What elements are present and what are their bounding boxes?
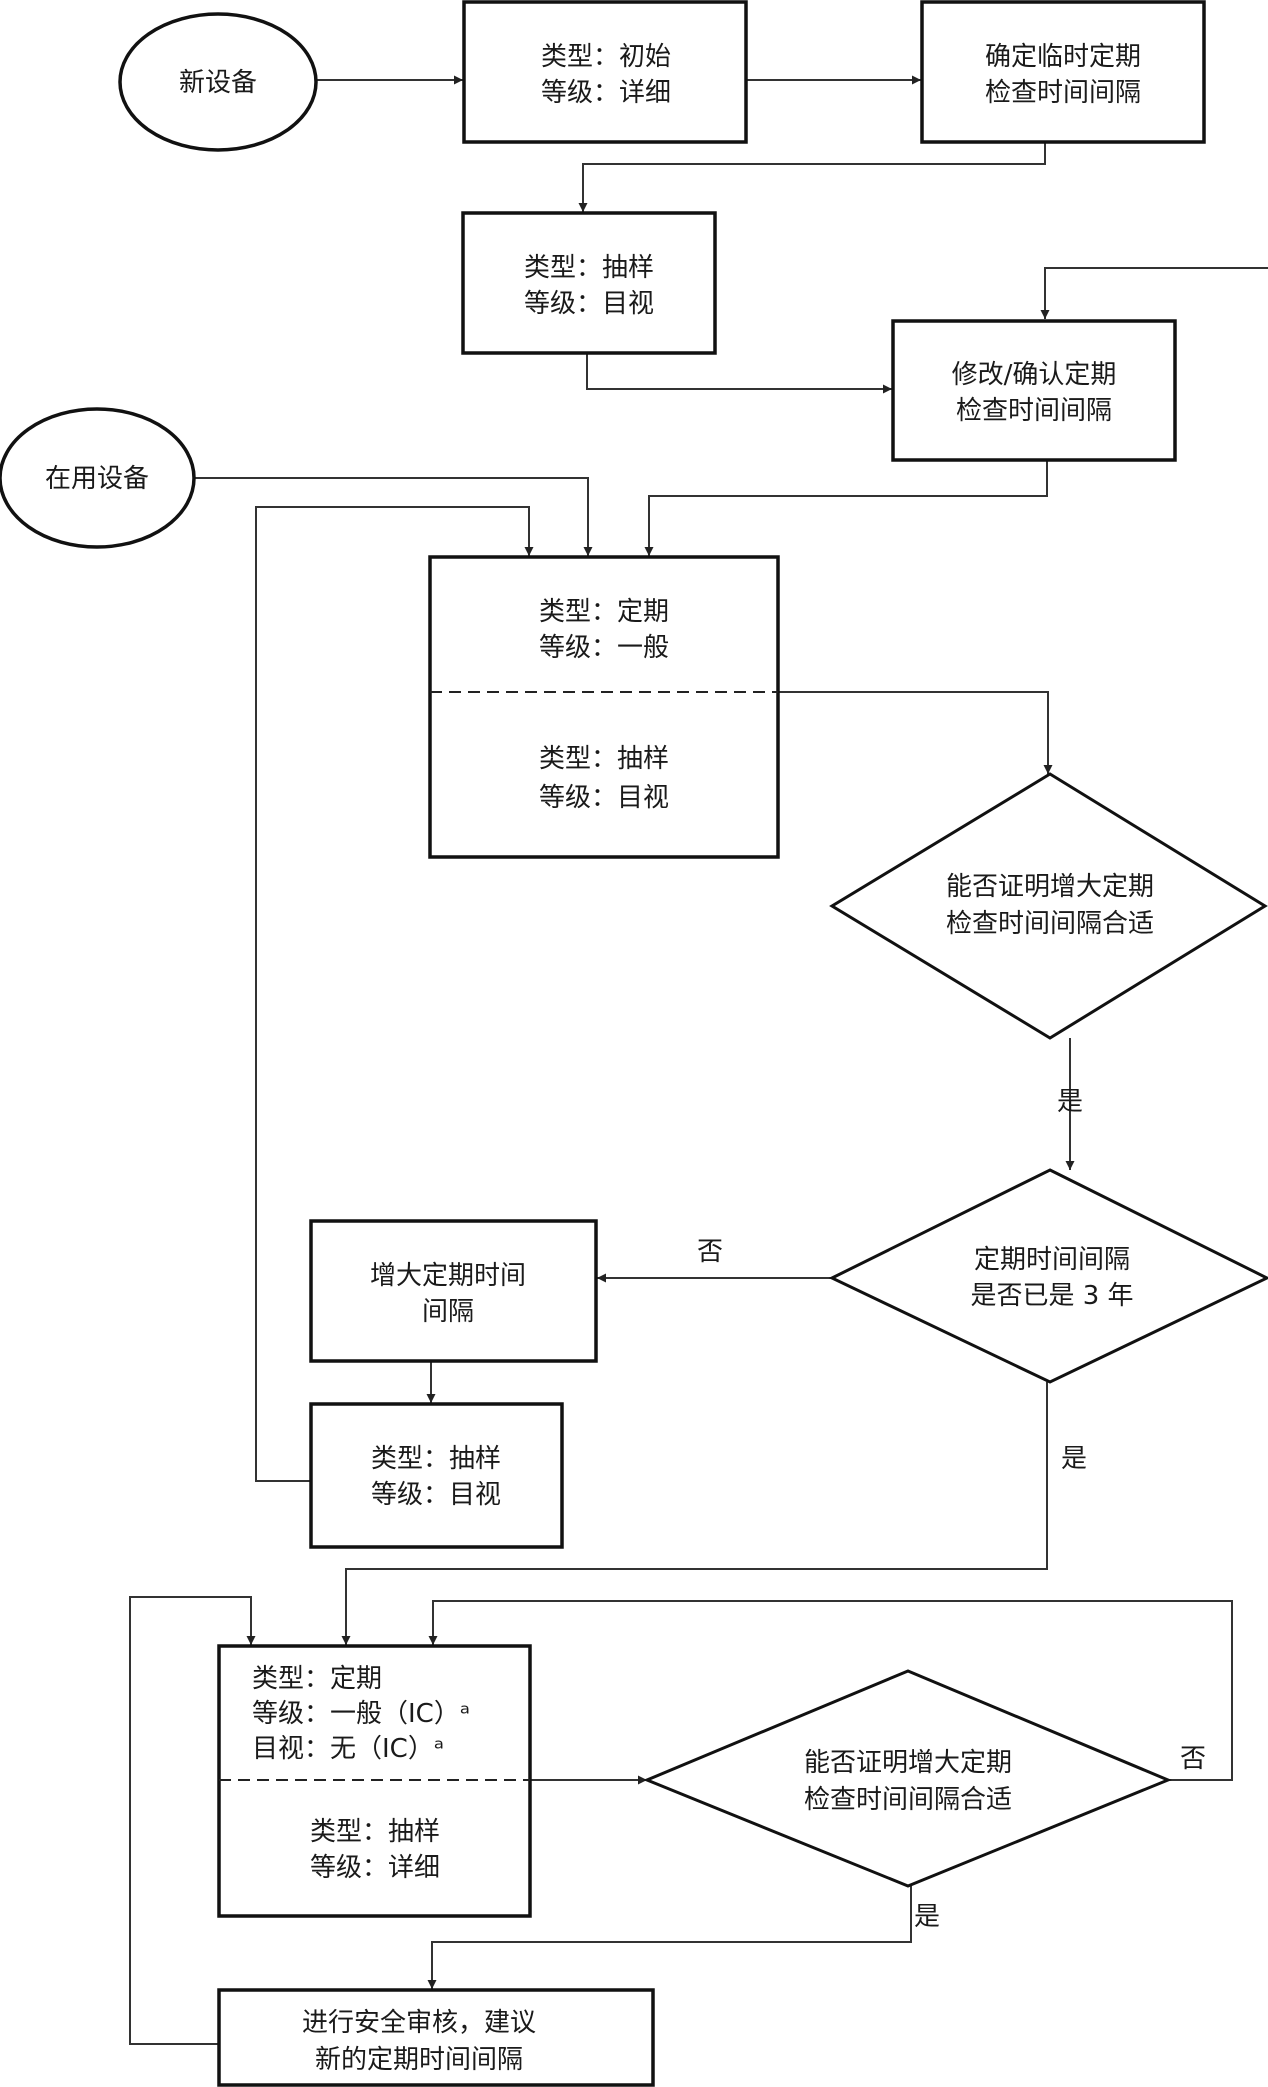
- decision2-line2-text: 是否已是 3 年: [970, 1281, 1133, 1311]
- sampling1-type-text: 类型：抽样: [524, 253, 654, 283]
- periodic-ic-sampling-type-text: 类型：抽样: [310, 1817, 440, 1847]
- decision3-line2-text: 检查时间间隔合适: [804, 1785, 1012, 1815]
- start-node-in-service-equipment: 在用设备: [0, 407, 196, 549]
- initial-type-text: 类型：初始: [541, 42, 671, 72]
- box-safety-review: 进行安全审核，建议 新的定期时间间隔: [217, 1988, 655, 2087]
- periodic-type-text: 类型：定期: [539, 597, 669, 627]
- box-increase-interval: 增大定期时间 间隔: [309, 1219, 598, 1363]
- connector-decision2-to-periodic-ic: [341, 1382, 1048, 1645]
- edge-label-yes-1: 是: [1057, 1087, 1083, 1117]
- periodic-sampling-level-text: 等级：目视: [539, 783, 669, 813]
- review-line1-text: 进行安全审核，建议: [302, 2008, 536, 2038]
- connector-periodic-to-decision1: [778, 691, 1053, 774]
- connector-provisional-to-sampling1: [578, 142, 1046, 212]
- connector-loop-sampling2-to-periodic: [255, 506, 534, 1482]
- box-sampling-visual-1: 类型：抽样 等级：目视: [461, 211, 717, 355]
- modify-line2-text: 检查时间间隔: [956, 396, 1112, 426]
- connector-review-loop-to-periodic-ic: [129, 1596, 256, 2045]
- periodic-ic-type-text: 类型：定期: [252, 1664, 382, 1694]
- box-modify-confirm-interval: 修改/确认定期 检查时间间隔: [891, 319, 1177, 462]
- decision1-line2-text: 检查时间间隔合适: [946, 909, 1154, 939]
- provisional-line1-text: 确定临时定期: [985, 42, 1141, 72]
- start-node-new-equipment: 新设备: [118, 12, 318, 152]
- periodic-level-text: 等级：一般: [539, 633, 669, 663]
- modify-line1-text: 修改/确认定期: [952, 360, 1117, 390]
- in-service-equipment-label: 在用设备: [45, 464, 149, 494]
- connector-modify-to-periodic: [644, 460, 1048, 556]
- provisional-line2-text: 检查时间间隔: [985, 78, 1141, 108]
- connector-decision3-to-review: [427, 1886, 912, 1989]
- box-periodic-ic: 类型：定期 等级：一般（IC）ᵃ 目视：无（IC）ᵃ 类型：抽样 等级：详细: [217, 1644, 532, 1918]
- decision-justify-increase-1: 能否证明增大定期 检查时间间隔合适: [829, 772, 1268, 1040]
- new-equipment-label: 新设备: [179, 68, 257, 98]
- edge-label-no-1: 否: [697, 1237, 723, 1267]
- sampling2-type-text: 类型：抽样: [371, 1444, 501, 1474]
- review-line2-text: 新的定期时间间隔: [315, 2045, 523, 2075]
- connector-decision3-no-loop: [428, 1600, 1233, 1781]
- decision1-line1-text: 能否证明增大定期: [946, 872, 1154, 902]
- sampling1-level-text: 等级：目视: [524, 289, 654, 319]
- sampling2-level-text: 等级：目视: [371, 1480, 501, 1510]
- connector-right-loop-to-modify: [1040, 267, 1268, 319]
- edge-label-yes-3: 是: [914, 1902, 940, 1932]
- edge-label-yes-2: 是: [1061, 1444, 1087, 1474]
- periodic-ic-sampling-level-text: 等级：详细: [310, 1853, 440, 1883]
- increase-line2-text: 间隔: [422, 1297, 474, 1327]
- increase-line1-text: 增大定期时间: [370, 1261, 526, 1291]
- connector-inservice-to-periodic: [194, 477, 593, 556]
- connectors: [129, 75, 1268, 2045]
- box-periodic-general: 类型：定期 等级：一般 类型：抽样 等级：目视: [428, 555, 780, 859]
- edge-label-no-2: 否: [1180, 1744, 1206, 1774]
- box-provisional-interval: 确定临时定期 检查时间间隔: [920, 0, 1206, 144]
- box-sampling-visual-2: 类型：抽样 等级：目视: [309, 1402, 564, 1549]
- periodic-ic-visual-text: 目视：无（IC）ᵃ: [252, 1734, 444, 1764]
- periodic-ic-level-text: 等级：一般（IC）ᵃ: [252, 1699, 470, 1729]
- connector-sampling1-to-modify: [586, 353, 892, 394]
- periodic-sampling-type-text: 类型：抽样: [539, 744, 669, 774]
- decision-justify-increase-2: 能否证明增大定期 检查时间间隔合适: [643, 1669, 1172, 1888]
- initial-level-text: 等级：详细: [541, 78, 671, 108]
- box-initial-inspection: 类型：初始 等级：详细: [462, 0, 748, 144]
- decision3-line1-text: 能否证明增大定期: [804, 1748, 1012, 1778]
- decision-interval-three-years: 定期时间间隔 是否已是 3 年: [828, 1168, 1268, 1384]
- decision2-line1-text: 定期时间间隔: [974, 1245, 1130, 1275]
